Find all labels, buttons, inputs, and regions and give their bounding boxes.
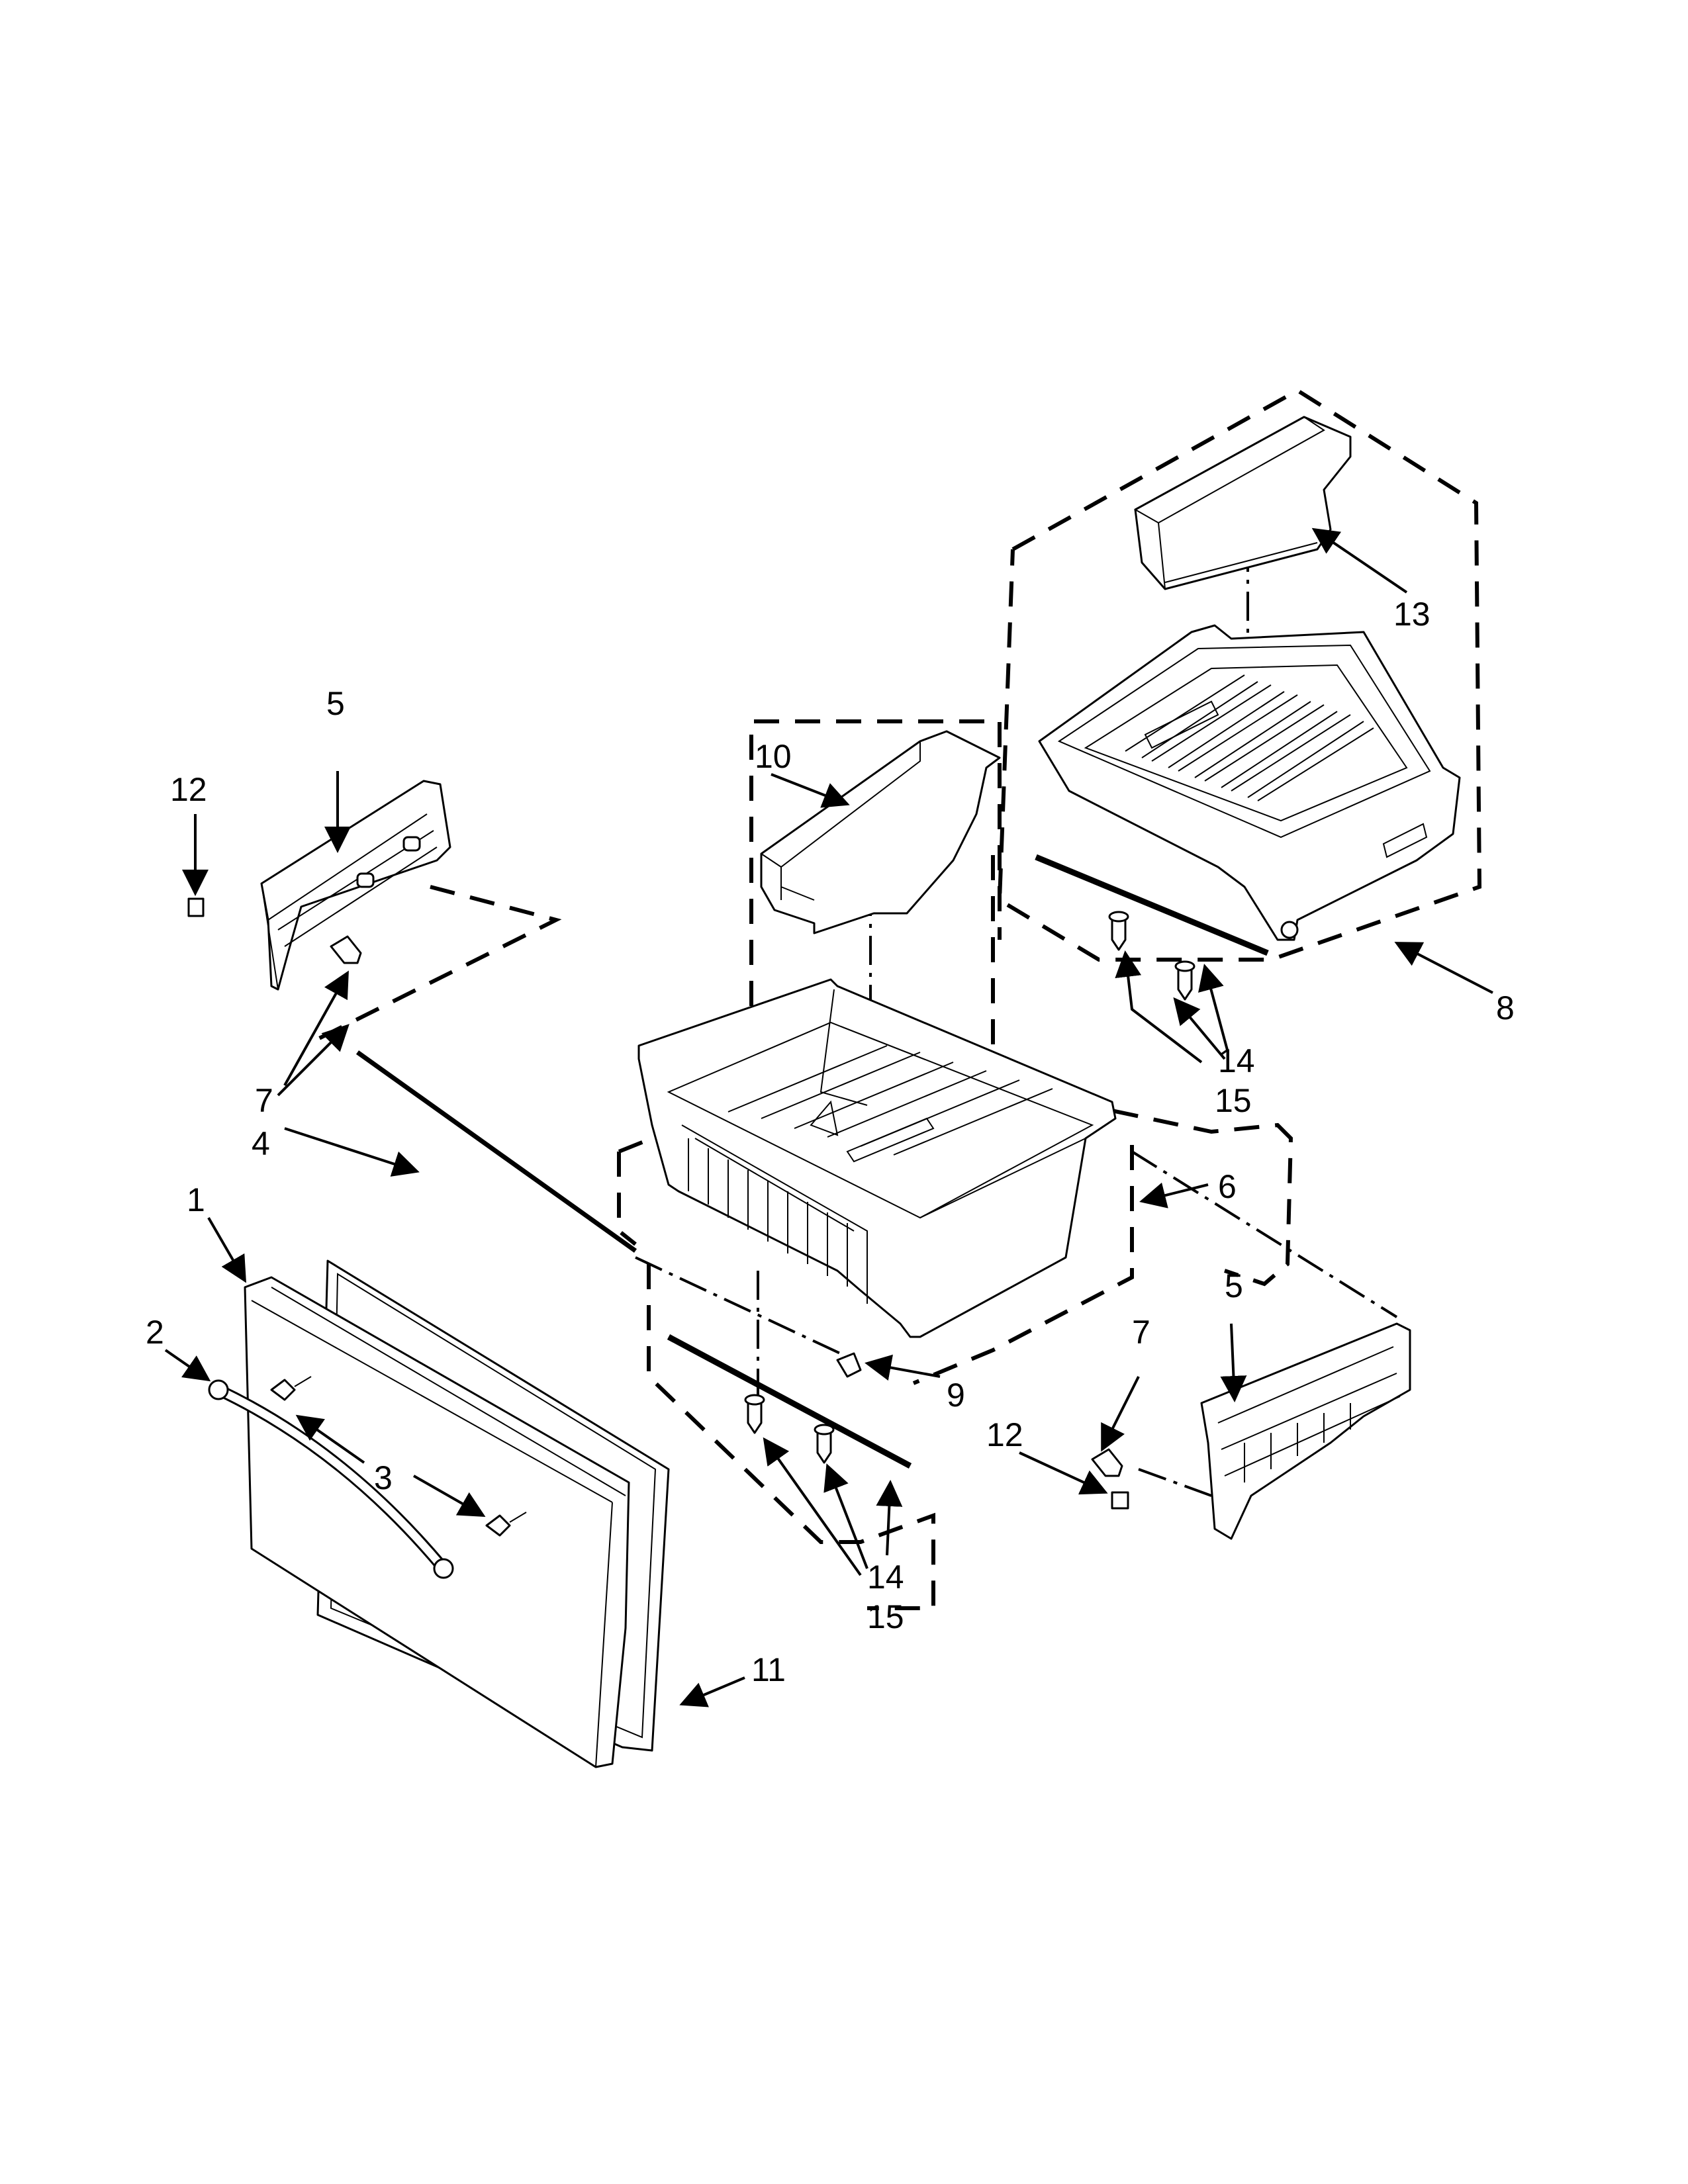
lower-basket-part-6 <box>637 978 1117 1338</box>
callout-labels: 13 8 10 5 12 7 4 14 15 6 9 14 15 1 2 3 1… <box>146 596 1515 1688</box>
callout-14-lower: 14 <box>867 1559 904 1596</box>
callout-13: 13 <box>1393 596 1430 633</box>
upper-bin-part-13 <box>1133 416 1352 590</box>
screws-part-15 <box>744 911 1196 1464</box>
callout-6: 6 <box>1218 1168 1237 1205</box>
callout-4: 4 <box>252 1125 270 1162</box>
callout-15-upper: 15 <box>1215 1082 1252 1119</box>
callout-leaders <box>164 527 1493 1707</box>
callout-15-lower: 15 <box>867 1598 904 1635</box>
callout-8: 8 <box>1496 989 1515 1026</box>
callout-10: 10 <box>755 738 792 775</box>
handle-screws-part-3 <box>270 1376 527 1537</box>
roller-part-9 <box>836 1352 862 1378</box>
callout-2: 2 <box>146 1314 164 1351</box>
callout-7-right: 7 <box>1132 1314 1150 1351</box>
drawer-front-part-1 <box>244 1276 630 1768</box>
callout-12-right: 12 <box>986 1416 1023 1453</box>
rod-part-4 <box>355 1050 637 1253</box>
callout-9: 9 <box>947 1377 965 1414</box>
handle-part-2 <box>208 1379 454 1579</box>
slide-boundary <box>316 885 562 1041</box>
slide-rail-left-part-5 <box>260 780 451 991</box>
callout-1: 1 <box>187 1181 205 1218</box>
callout-3: 3 <box>374 1459 393 1496</box>
callout-14-upper: 14 <box>1218 1042 1255 1079</box>
lower-bin-part-10 <box>760 730 1001 934</box>
rail-part-14-lower <box>667 1334 912 1469</box>
rail-part-14-upper <box>1035 854 1269 956</box>
screws-part-7 <box>330 935 1123 1477</box>
upper-basket-boundary <box>991 388 1482 1287</box>
callout-5-left: 5 <box>326 685 345 722</box>
callout-7-left: 7 <box>255 1082 273 1119</box>
slide-rail-right-part-5 <box>1200 1322 1411 1540</box>
callout-12-left: 12 <box>170 771 207 808</box>
callout-11: 11 <box>751 1651 786 1688</box>
lower-basket-boundary <box>617 719 1134 1610</box>
upper-basket-part-8 <box>1038 624 1461 941</box>
clips-part-12 <box>187 897 1129 1510</box>
callout-5-right: 5 <box>1225 1267 1243 1304</box>
